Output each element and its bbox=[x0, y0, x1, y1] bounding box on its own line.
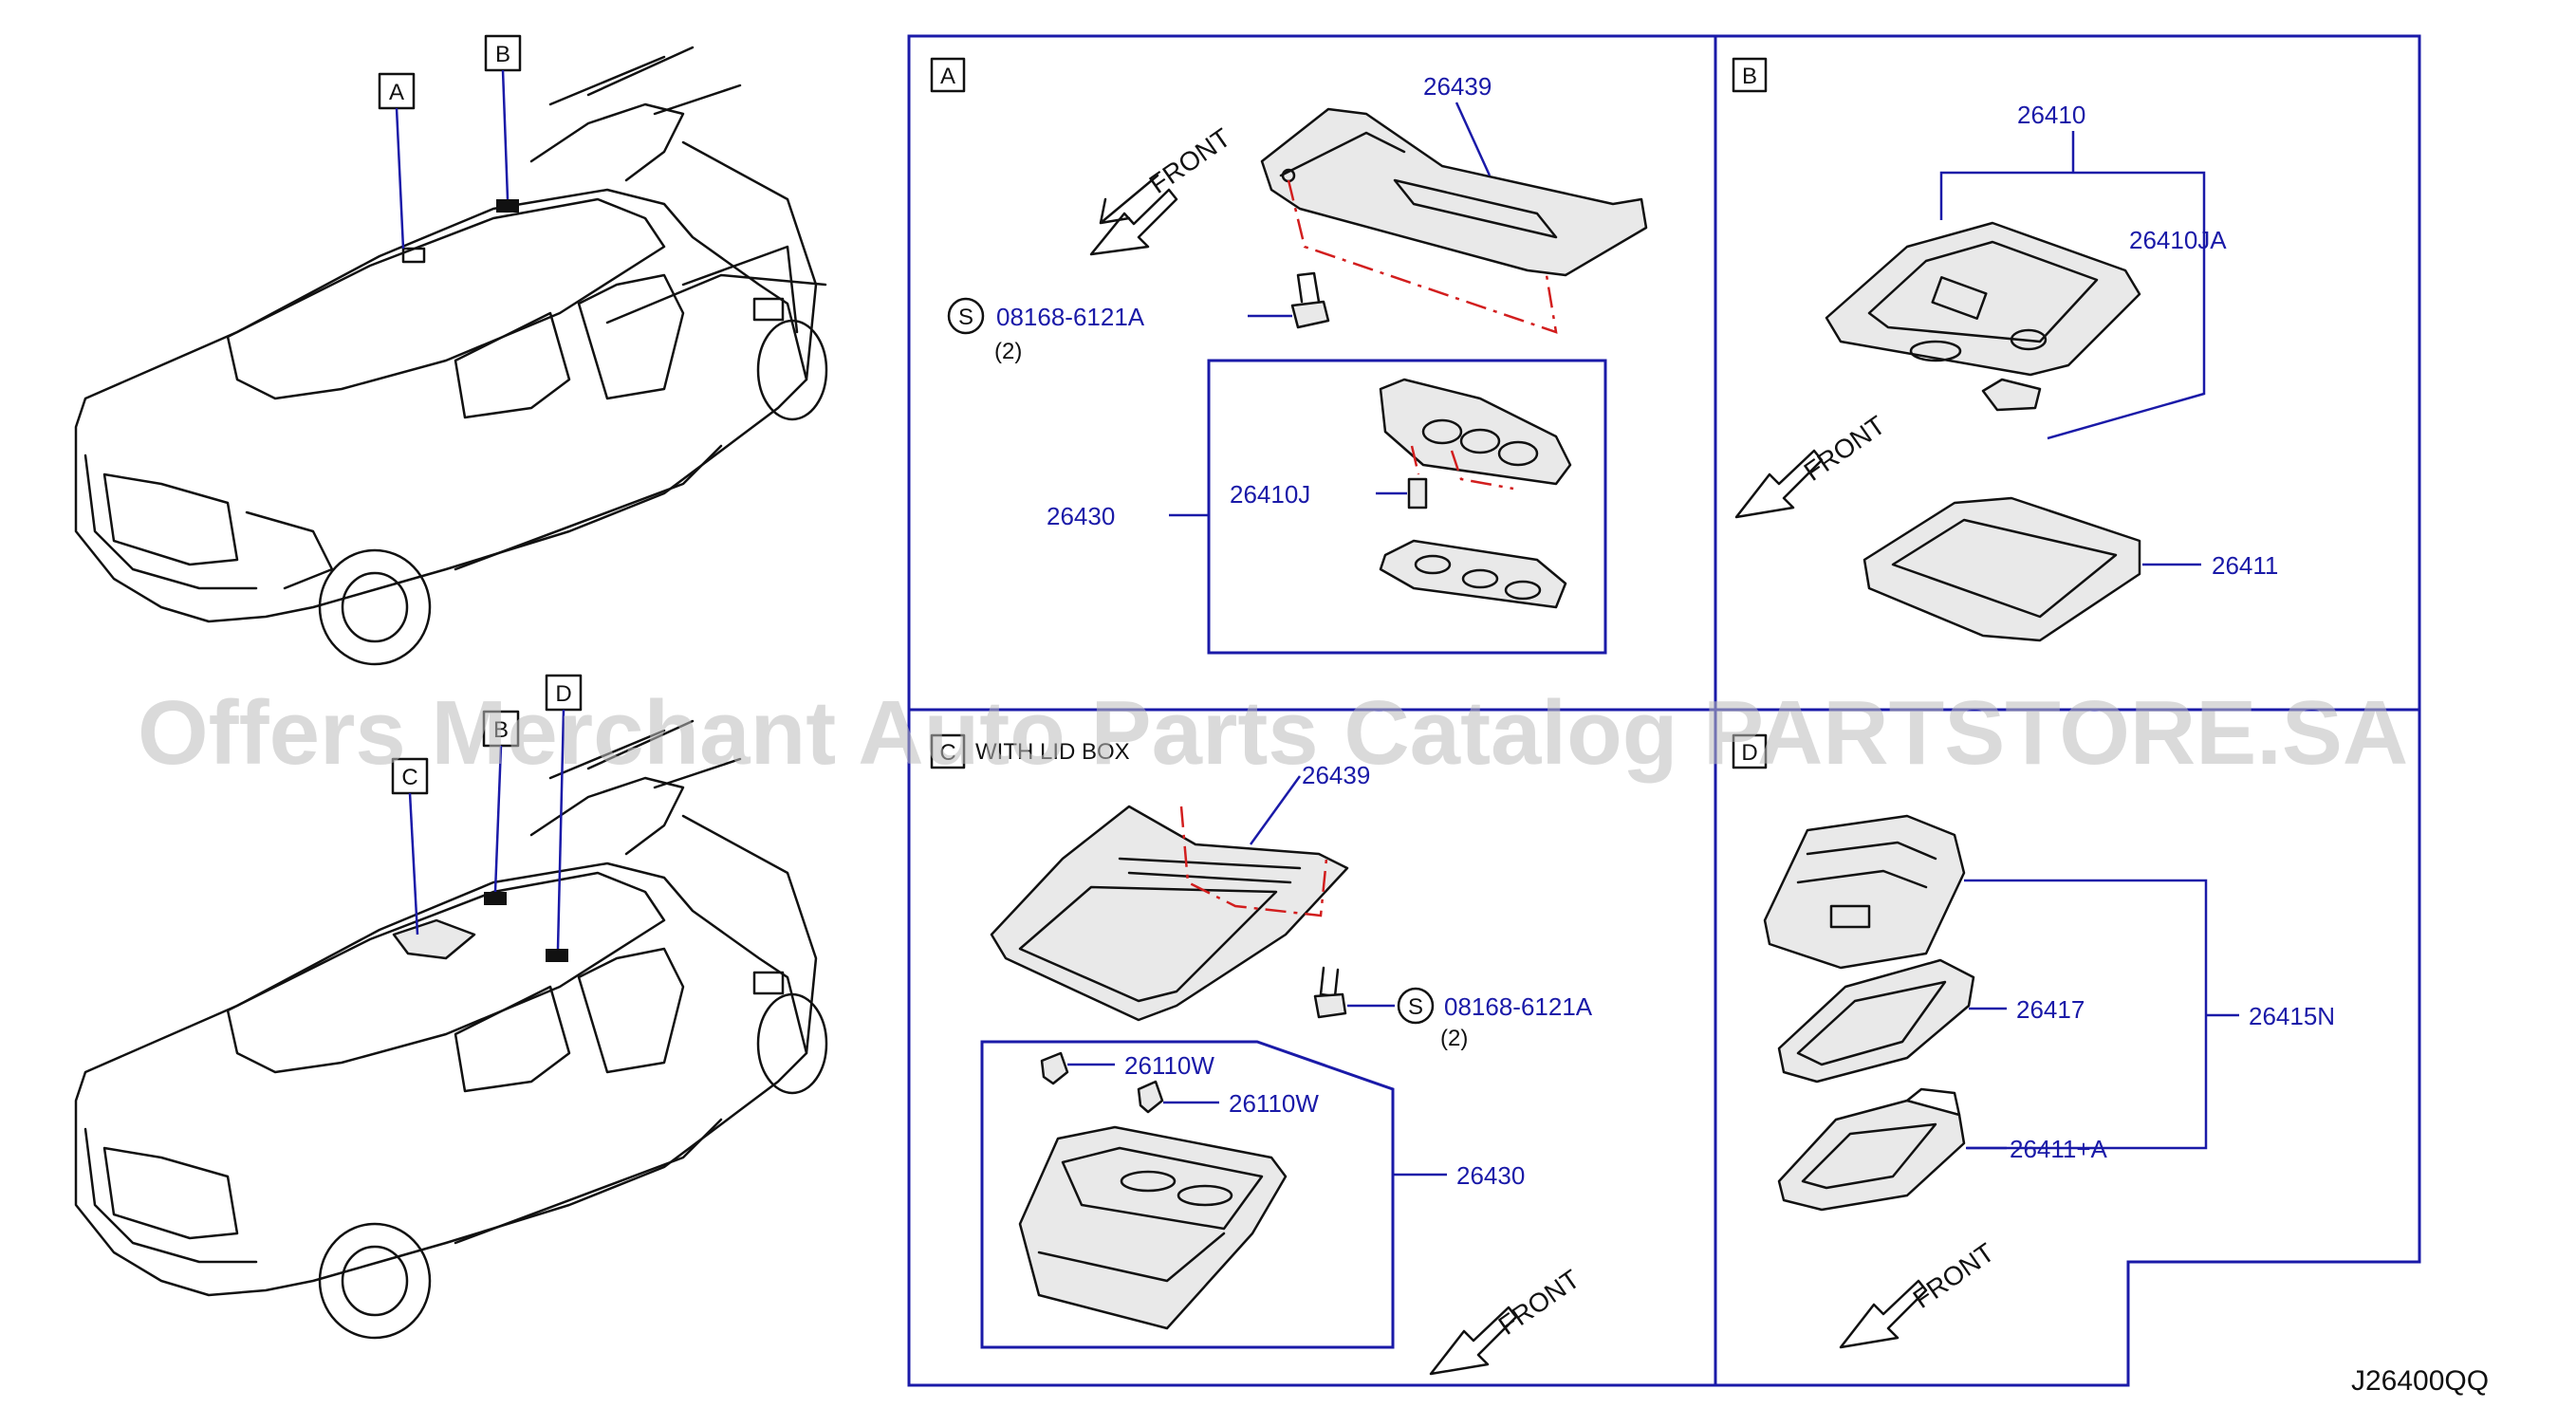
label-26415n: 26415N bbox=[2249, 1002, 2335, 1030]
label-26439-c: 26439 bbox=[1302, 761, 1370, 789]
panel-a: A FRONT 26439 S 08168-6121A (2) bbox=[930, 57, 1648, 655]
vehicle-view-top bbox=[74, 46, 828, 666]
panel-c-tag: C bbox=[939, 740, 955, 766]
panel-frames bbox=[907, 34, 2421, 1387]
svg-text:FRONT: FRONT bbox=[1493, 1264, 1585, 1341]
lamp-26430-c bbox=[1018, 1125, 1288, 1330]
panel-d: D 26415N 26417 26411+A FRONT bbox=[1732, 733, 2335, 1349]
label-26417: 26417 bbox=[2016, 995, 2085, 1024]
svg-text:B: B bbox=[495, 42, 510, 67]
panel-a-tag: A bbox=[940, 64, 955, 89]
label-26411: 26411 bbox=[2212, 551, 2278, 580]
svg-text:D: D bbox=[555, 681, 571, 707]
label-bolt-c: 08168-6121A bbox=[1444, 992, 1593, 1021]
label-26439-a: 26439 bbox=[1423, 72, 1492, 101]
callout-c[interactable]: C bbox=[391, 757, 429, 936]
label-26430-a: 26430 bbox=[1047, 502, 1115, 530]
lamp-26430-a bbox=[1379, 378, 1572, 609]
bulb-26410j bbox=[1407, 477, 1428, 509]
svg-text:FRONT: FRONT bbox=[1144, 122, 1236, 199]
watermark: Offers Merchant Auto Parts Catalog PARTS… bbox=[138, 682, 2408, 784]
lens-26411a bbox=[1777, 1087, 1966, 1212]
front-arrow-c: FRONT bbox=[1429, 1264, 1585, 1376]
bracket-26439 bbox=[1260, 107, 1648, 277]
bolt-a bbox=[1290, 271, 1330, 329]
panel-c: C WITH LID BOX 26439 S 08168-6121A (2) 2… bbox=[930, 733, 1593, 1376]
bolt-qty-c: (2) bbox=[1440, 1026, 1468, 1051]
bracket-26439-c bbox=[990, 805, 1349, 1022]
svg-text:FRONT: FRONT bbox=[1908, 1237, 2000, 1314]
callout-d[interactable]: D bbox=[545, 674, 583, 950]
panel-b-tag: B bbox=[1742, 64, 1757, 89]
front-arrow-d: FRONT bbox=[1839, 1237, 2000, 1349]
bolt-symbol-c: S bbox=[1408, 994, 1423, 1020]
svg-text:B: B bbox=[493, 717, 509, 743]
panel-b: B 26410 26410JA FRONT 26411 bbox=[1732, 57, 2278, 642]
panel-d-tag: D bbox=[1741, 740, 1757, 766]
label-26430-c: 26430 bbox=[1456, 1161, 1525, 1190]
bolt-qty-a: (2) bbox=[994, 339, 1022, 364]
label-26110w-1: 26110W bbox=[1124, 1051, 1214, 1080]
lamp-26410 bbox=[1825, 221, 2141, 377]
bolt-c bbox=[1313, 966, 1347, 1019]
panel-c-subtitle: WITH LID BOX bbox=[975, 739, 1130, 765]
bolt-symbol-a: S bbox=[958, 305, 973, 330]
clip-26110w-2 bbox=[1137, 1080, 1164, 1114]
clip-26110w-1 bbox=[1040, 1051, 1069, 1085]
vehicle-view-bottom bbox=[74, 719, 828, 1340]
label-26410ja: 26410JA bbox=[2129, 226, 2227, 254]
front-arrow-a: FRONT bbox=[1089, 122, 1236, 256]
housing-26417 bbox=[1777, 958, 1975, 1084]
callout-b-lower[interactable]: B bbox=[482, 710, 520, 893]
callout-b[interactable]: B bbox=[484, 34, 522, 200]
label-26110w-2: 26110W bbox=[1229, 1089, 1319, 1118]
housing-26415n bbox=[1763, 814, 1966, 970]
diagram-code: J26400QQ bbox=[2351, 1365, 2489, 1397]
svg-text:FRONT: FRONT bbox=[1799, 410, 1891, 487]
label-26411a: 26411+A bbox=[2010, 1135, 2108, 1163]
svg-text:A: A bbox=[389, 80, 404, 105]
svg-text:C: C bbox=[401, 765, 417, 790]
label-26410: 26410 bbox=[2017, 101, 2085, 129]
front-arrow-b: FRONT bbox=[1734, 410, 1891, 519]
label-26410j: 26410J bbox=[1230, 480, 1310, 509]
lens-26411 bbox=[1863, 496, 2141, 642]
callout-a[interactable]: A bbox=[378, 72, 416, 250]
label-bolt-a: 08168-6121A bbox=[996, 303, 1145, 331]
bulb-26410ja bbox=[1981, 378, 2042, 412]
